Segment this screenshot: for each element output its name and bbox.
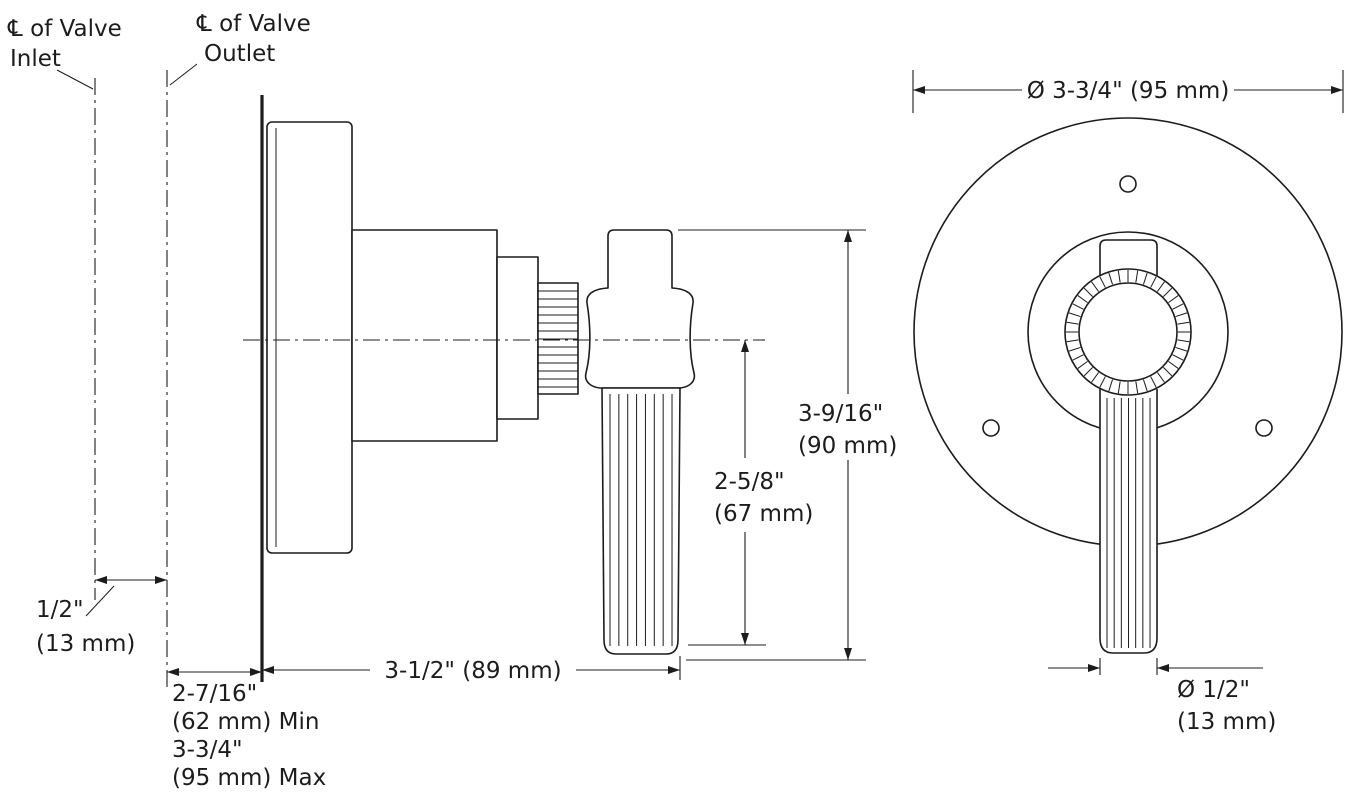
arrowhead [741,340,749,352]
valve-body-side [351,229,498,442]
arrowhead [1088,664,1100,672]
detail-line [1072,303,1084,310]
dim-overall-height: 3-9/16" (90 mm) [678,229,897,661]
detail-line [1135,270,1139,283]
detail-line [1068,346,1081,352]
dim-wall-depth-text1: 2-7/16" [172,681,257,707]
detail-line [1163,367,1173,377]
detail-line [1091,372,1100,383]
dim-projection-text: 3-1/2" (89 mm) [384,658,561,684]
detail-line [1066,321,1079,325]
detail-line [1108,272,1114,285]
detail-line [1168,360,1179,369]
arrowhead [1331,86,1343,94]
detail-line [1091,281,1100,292]
screw-hole-top [1119,175,1137,193]
outlet-cl-label-line2: Outlet [204,41,275,67]
arrowhead [95,576,107,584]
detail-line [1142,272,1148,285]
dim-overall-height-text2: (90 mm) [798,433,897,459]
detail-line [1175,312,1188,318]
detail-line [1108,379,1114,392]
detail-line [1117,270,1121,283]
screw-hole-left [982,419,1000,437]
dim-wall-depth-text2: (62 mm) Min [172,709,319,735]
arrowhead [844,648,852,660]
inlet-leader-line [56,69,94,90]
arrowhead [1157,664,1169,672]
lever-side [601,387,681,655]
front-view: Ø 3-3/4" (95 mm) Ø 1/2" (13 mm) [912,70,1344,735]
dim-escutcheon-diameter-text: Ø 3-3/4" (95 mm) [1027,78,1230,104]
outlet-cl-label-line1: ℄ of Valve [196,11,311,37]
inlet-cl-label-line2: Inlet [10,46,61,72]
detail-line [1177,339,1190,343]
detail-line [1077,295,1088,304]
screw-hole-right [1255,419,1273,437]
detail-line [1135,381,1139,394]
outlet-leader-line [169,63,198,86]
detail-line [1172,354,1184,361]
detail-line [1168,295,1179,304]
dim-lever-diameter-text1: Ø 1/2" [1177,677,1250,703]
detail-line [1175,346,1188,352]
handle-hub-side [584,229,696,389]
detail-line [1150,276,1157,288]
arrowhead [668,666,680,674]
detail-line [1083,367,1093,377]
dim-wall-depth: 2-7/16" (62 mm) Min 3-3/4" (95 mm) Max [167,668,326,791]
detail-line [1099,376,1106,388]
escutcheon-flange-side [266,121,353,554]
dim-escutcheon-diameter: Ø 3-3/4" (95 mm) [912,70,1344,113]
arrowhead [262,666,274,674]
handle-stem-front [1099,239,1158,276]
detail-line [1068,312,1081,318]
arrowhead [844,230,852,242]
lever-side-flutes [609,394,673,646]
arrowhead [155,576,167,584]
leader-line [85,585,115,617]
detail-line [1083,287,1093,297]
dim-lever-drop-text2: (67 mm) [714,501,813,527]
arrowhead [913,86,925,94]
detail-line [1072,354,1084,361]
knurl-ticks [1066,270,1190,394]
detail-line [1156,372,1165,383]
knurl-side-lines [538,290,578,388]
arrowhead [250,668,262,676]
detail-line [1172,303,1184,310]
dim-inlet-offset-text1: 1/2" [36,597,84,623]
valve-step-ring [496,256,539,420]
detail-line [1142,379,1148,392]
arrowhead [741,633,749,645]
side-view: ℄ of Valve Inlet ℄ of Valve Outlet 1/2" … [7,11,897,791]
dim-inlet-offset: 1/2" (13 mm) [36,576,167,657]
detail-line [1163,287,1173,297]
dim-inlet-offset-text2: (13 mm) [36,631,135,657]
detail-line [1177,321,1190,325]
dim-overall-height-text1: 3-9/16" [798,401,883,427]
arrowhead [167,668,179,676]
handle-hub-front [1078,282,1178,382]
dim-lever-drop: 2-5/8" (67 mm) [688,340,813,646]
lever-front-flutes [1106,398,1151,648]
dim-lever-drop-text1: 2-5/8" [714,469,785,495]
detail-line [1077,360,1088,369]
inlet-cl-label-line1: ℄ of Valve [7,16,122,42]
dim-lever-diameter-text2: (13 mm) [1177,709,1276,735]
detail-line [1099,276,1106,288]
dim-projection: 3-1/2" (89 mm) [262,656,681,684]
dim-wall-depth-text3: 3-3/4" [172,737,243,763]
dim-lever-diameter: Ø 1/2" (13 mm) [1048,658,1276,735]
detail-line [1066,339,1079,343]
detail-line [1156,281,1165,292]
detail-line [1117,381,1121,394]
detail-line [1150,376,1157,388]
dim-wall-depth-text4: (95 mm) Max [172,765,326,791]
